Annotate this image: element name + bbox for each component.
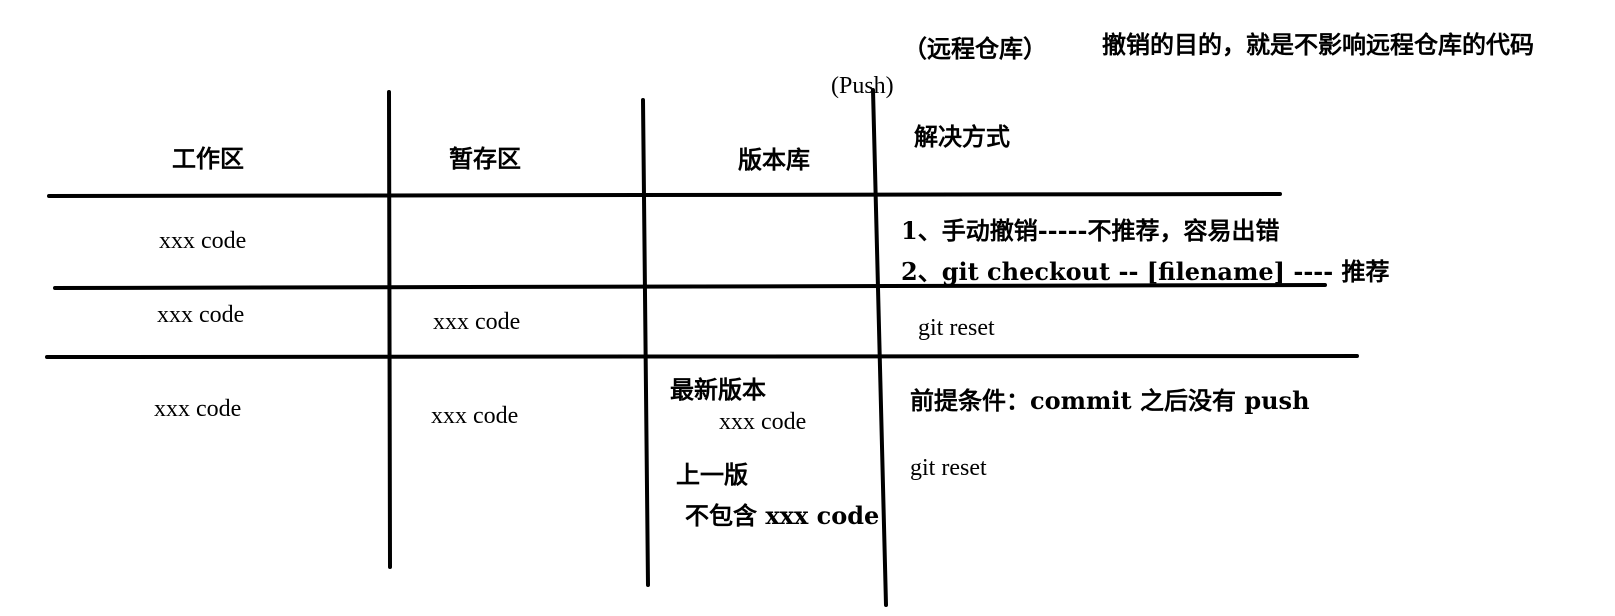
column-header-solution: 解决方式: [914, 122, 1010, 151]
row3-staging-code: xxx code: [431, 403, 519, 429]
vline-repository-remote: [871, 88, 888, 607]
row2-workspace-code: xxx code: [157, 302, 245, 328]
remote-repo-label: （远程仓库）: [903, 34, 1047, 63]
header-divider-line: [47, 192, 1282, 198]
push-label: (Push): [831, 73, 894, 99]
row2-solution-reset: git reset: [918, 315, 995, 341]
row1-solution-manual: 1、手动撤销-----不推荐，容易出错: [901, 216, 1280, 245]
row1-workspace-code: xxx code: [159, 228, 247, 254]
row2-staging-code: xxx code: [433, 309, 521, 335]
column-header-repository: 版本库: [738, 145, 810, 174]
row3-solution-reset: git reset: [910, 455, 987, 481]
row3-workspace-code: xxx code: [154, 396, 242, 422]
row1-solution-checkout: 2、git checkout -- [filename] ---- 推荐: [901, 257, 1390, 286]
row3-previous-version-desc: 不包含 xxx code: [685, 501, 880, 530]
row3-latest-code: xxx code: [719, 409, 807, 435]
column-header-staging: 暂存区: [449, 144, 521, 173]
row2-divider-line: [45, 354, 1359, 359]
row3-latest-version-label: 最新版本: [670, 375, 766, 404]
row1-divider-line: [53, 283, 1327, 290]
column-header-workspace: 工作区: [172, 144, 244, 173]
row3-precondition-note: 前提条件：commit 之后没有 push: [910, 386, 1310, 415]
vline-workspace-staging: [387, 90, 392, 569]
undo-purpose-note: 撤销的目的，就是不影响远程仓库的代码: [1102, 30, 1534, 59]
row3-previous-version-label: 上一版: [676, 460, 748, 489]
vline-staging-repository: [641, 98, 650, 587]
